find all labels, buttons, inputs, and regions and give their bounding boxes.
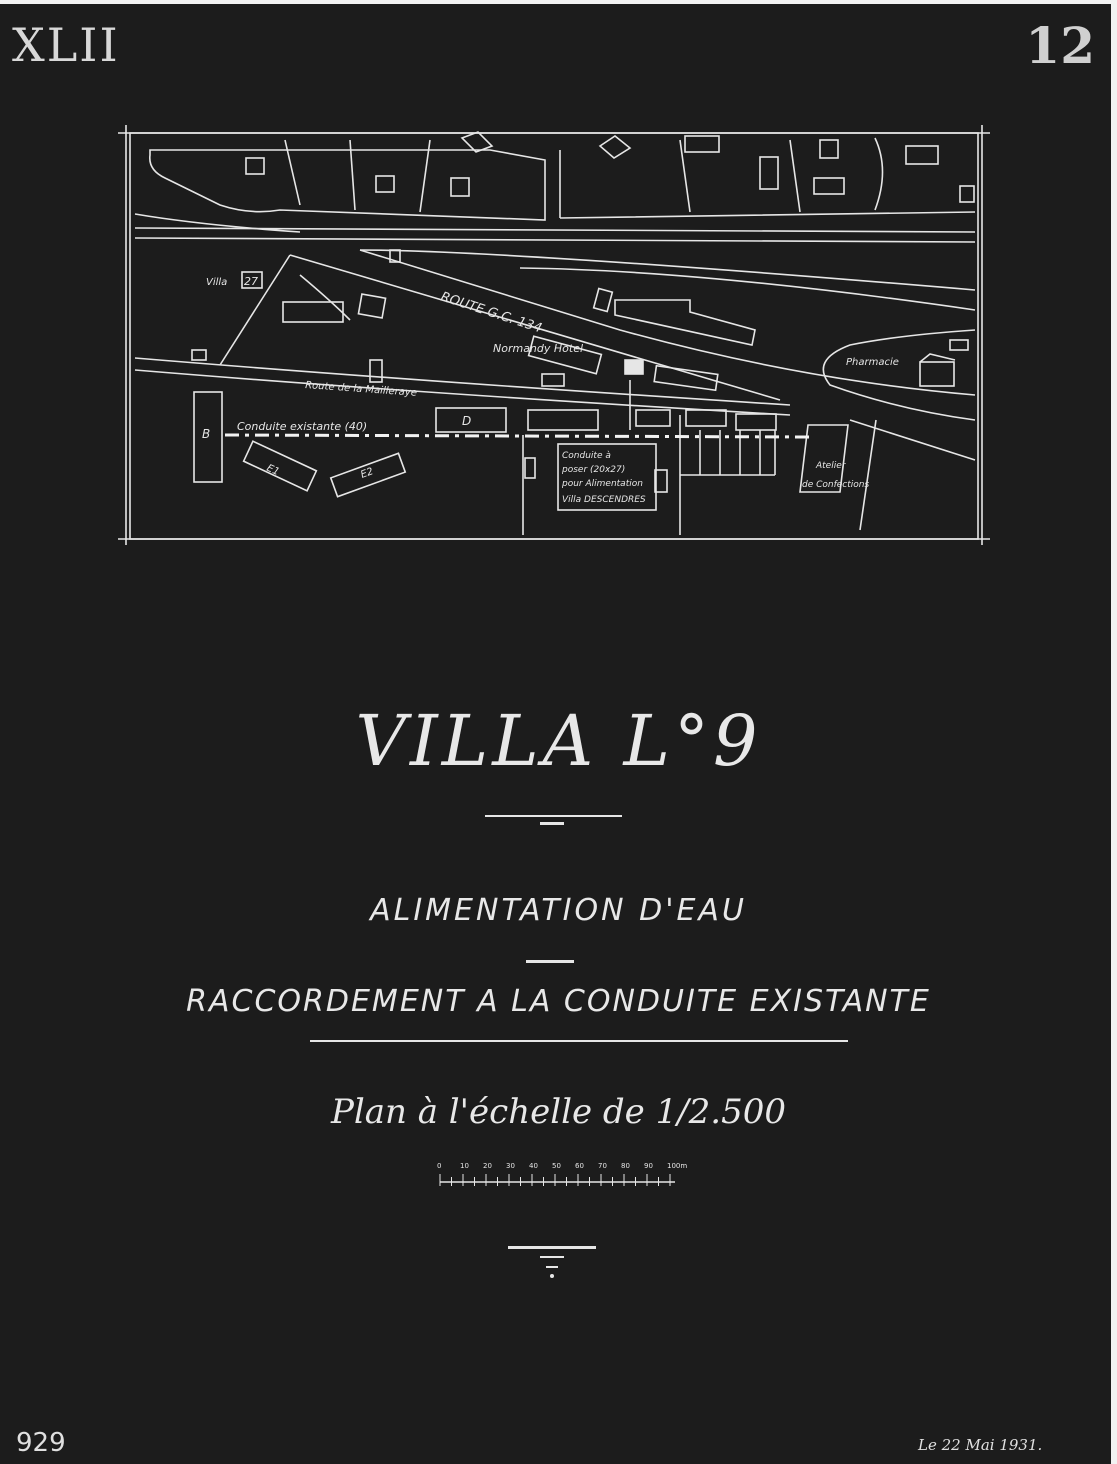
ornament-dot xyxy=(550,1274,554,1278)
existing-pipe-line xyxy=(224,433,811,439)
label-route-gc: ROUTE G.C. 134 xyxy=(439,290,544,337)
scale-tick-label: 20 xyxy=(483,1162,492,1170)
scale-tick-label: 90 xyxy=(644,1162,653,1170)
subtitle-underline xyxy=(310,1040,848,1042)
label-normandy-hotel: Normandy Hotel xyxy=(493,342,583,355)
scale-tick-label: 50 xyxy=(552,1162,561,1170)
ornament-bar-2 xyxy=(540,1256,564,1258)
building-e1-outline xyxy=(242,440,318,492)
conduite-poser-box xyxy=(557,443,657,511)
label-building-e1: E1 xyxy=(265,463,281,478)
label-atelier-2: de Confections xyxy=(802,480,869,490)
subtitle-separator xyxy=(526,960,574,963)
scale-tick-label: 80 xyxy=(621,1162,630,1170)
label-conduite-poser-4: Villa DESCENDRES xyxy=(562,495,646,505)
ornament-bar xyxy=(508,1246,596,1249)
scale-tick-label: 100m xyxy=(667,1162,687,1170)
villa-descendres-marker xyxy=(624,359,644,375)
scale-tick-label: 60 xyxy=(575,1162,584,1170)
label-building-d: D xyxy=(462,414,471,428)
signature-date: Le 22 Mai 1931. xyxy=(918,1436,1043,1454)
scale-tick-label: 40 xyxy=(529,1162,538,1170)
label-pharmacie: Pharmacie xyxy=(846,357,899,368)
page-number: 12 xyxy=(1025,16,1095,75)
map-frame xyxy=(129,132,979,540)
scale-tick-label: 10 xyxy=(460,1162,469,1170)
villa-title: VILLA L°9 xyxy=(355,700,762,782)
archive-number: 929 xyxy=(16,1428,66,1458)
subtitle-raccordement: RACCORDEMENT A LA CONDUITE EXISTANTE xyxy=(186,984,931,1019)
scale-tick-label: 70 xyxy=(598,1162,607,1170)
scale-tick-label: 0 xyxy=(437,1162,441,1170)
ornament-bar-3 xyxy=(546,1266,558,1268)
label-building-e2: E2 xyxy=(359,466,375,481)
label-atelier-1: Atelier xyxy=(815,461,847,471)
label-conduite-poser-2: poser (20x27) xyxy=(561,465,625,475)
scale-statement: Plan à l'échelle de 1/2.500 xyxy=(331,1092,786,1132)
route-mailleraye-line xyxy=(134,357,791,406)
label-route-mailleraye: Route de la Mailleraye xyxy=(305,380,417,399)
building-b-outline xyxy=(193,391,223,483)
scale-tick-label: 30 xyxy=(506,1162,515,1170)
title-rule-tick xyxy=(540,822,564,825)
roman-numeral: XLII xyxy=(12,18,120,72)
villa-27-building xyxy=(241,271,263,289)
building-e2-outline xyxy=(329,452,407,498)
label-villa-number: 27 xyxy=(244,275,258,288)
subtitle-alimentation: ALIMENTATION D'EAU xyxy=(370,893,747,928)
label-building-b: B xyxy=(202,427,210,441)
paper-edge-top xyxy=(0,0,1117,4)
road-upper-line-1 xyxy=(134,227,976,233)
title-rule xyxy=(485,815,622,817)
paper-edge-right xyxy=(1111,0,1117,1464)
label-conduite-poser-3: pour Alimentation xyxy=(561,479,643,489)
building-d-outline xyxy=(435,407,507,433)
top-parcel-outline xyxy=(148,149,546,221)
label-conduite-existante: Conduite existante (40) xyxy=(237,420,367,433)
site-plan-map: Villa 27 ROUTE G.C. 134 Normandy Hotel P… xyxy=(118,125,990,545)
scale-bar: 0 10 20 30 40 50 60 70 80 90 100m xyxy=(437,1162,687,1186)
label-villa: Villa xyxy=(206,277,227,288)
label-conduite-poser-1: Conduite à xyxy=(562,451,611,461)
